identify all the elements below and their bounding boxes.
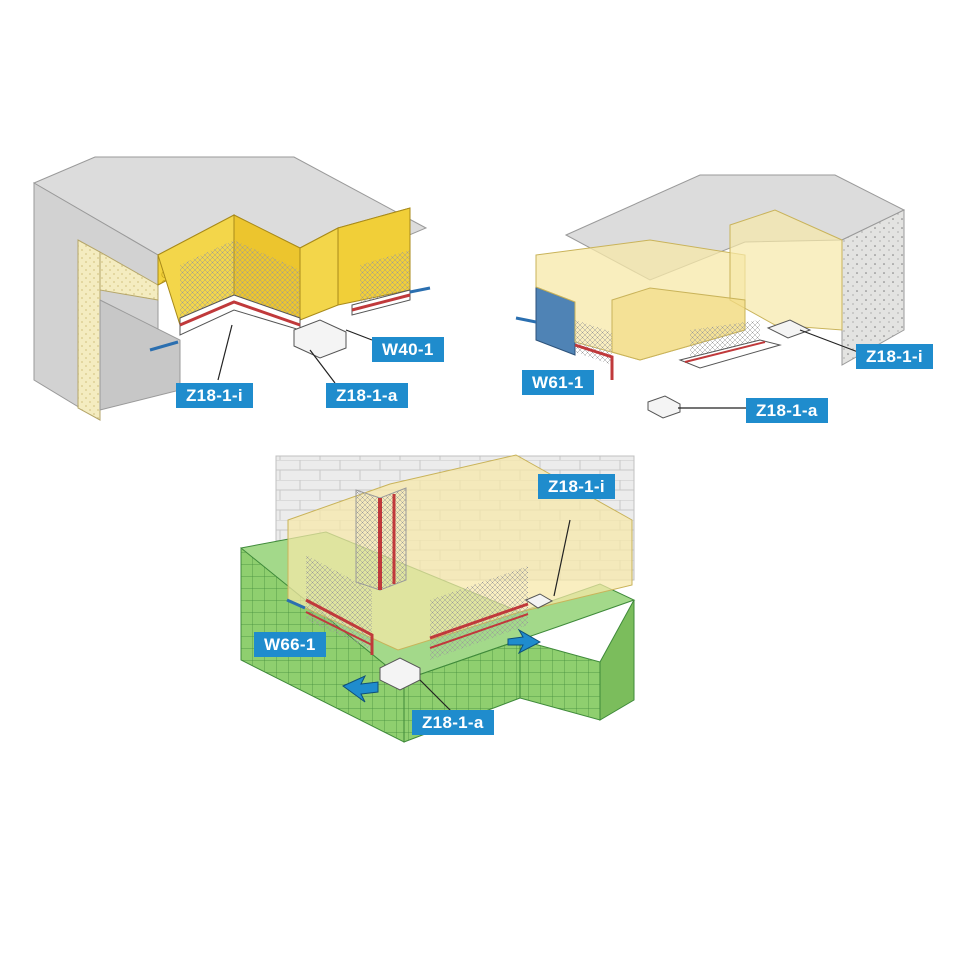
label-z18-1-a-panel1: Z18-1-a bbox=[326, 383, 408, 408]
profile-red-2 bbox=[574, 343, 614, 380]
panel-top-left bbox=[32, 156, 431, 421]
profile-red-right bbox=[351, 293, 411, 312]
label-z18-1-a-panel3: Z18-1-a bbox=[412, 710, 494, 735]
profile-red-3-right bbox=[429, 602, 529, 640]
profile-red-3-left bbox=[305, 598, 374, 655]
arrow-right bbox=[507, 628, 542, 655]
inner-corner-box-2 bbox=[766, 319, 812, 339]
label-z18-1-i-panel2: Z18-1-i bbox=[856, 344, 933, 369]
panel-top-right bbox=[515, 174, 906, 419]
inner-corner-box-3 bbox=[524, 593, 554, 609]
anchor-pin-left bbox=[149, 340, 179, 352]
outer-corner-box-2 bbox=[647, 395, 681, 419]
tile-face-right bbox=[599, 599, 635, 721]
leader-w40 bbox=[345, 329, 373, 341]
label-w61-1: W61-1 bbox=[522, 370, 594, 395]
arrow-left bbox=[342, 674, 379, 703]
profile-rail-2 bbox=[678, 339, 782, 369]
label-w66-1: W66-1 bbox=[254, 632, 326, 657]
profile-red-left bbox=[179, 300, 301, 327]
label-z18-1-a-panel2: Z18-1-a bbox=[746, 398, 828, 423]
label-z18-1-i-panel3: Z18-1-i bbox=[538, 474, 615, 499]
label-w40-1: W40-1 bbox=[372, 337, 444, 362]
panel-bottom bbox=[240, 454, 636, 743]
anchor-pin-right bbox=[409, 286, 431, 294]
pillar-mesh-left bbox=[355, 489, 381, 591]
label-z18-1-i-panel1: Z18-1-i bbox=[176, 383, 253, 408]
insulation-strip bbox=[77, 239, 101, 421]
outer-corner-box bbox=[293, 319, 347, 359]
leader-z18a bbox=[309, 349, 336, 384]
leader-z18i bbox=[217, 324, 233, 381]
